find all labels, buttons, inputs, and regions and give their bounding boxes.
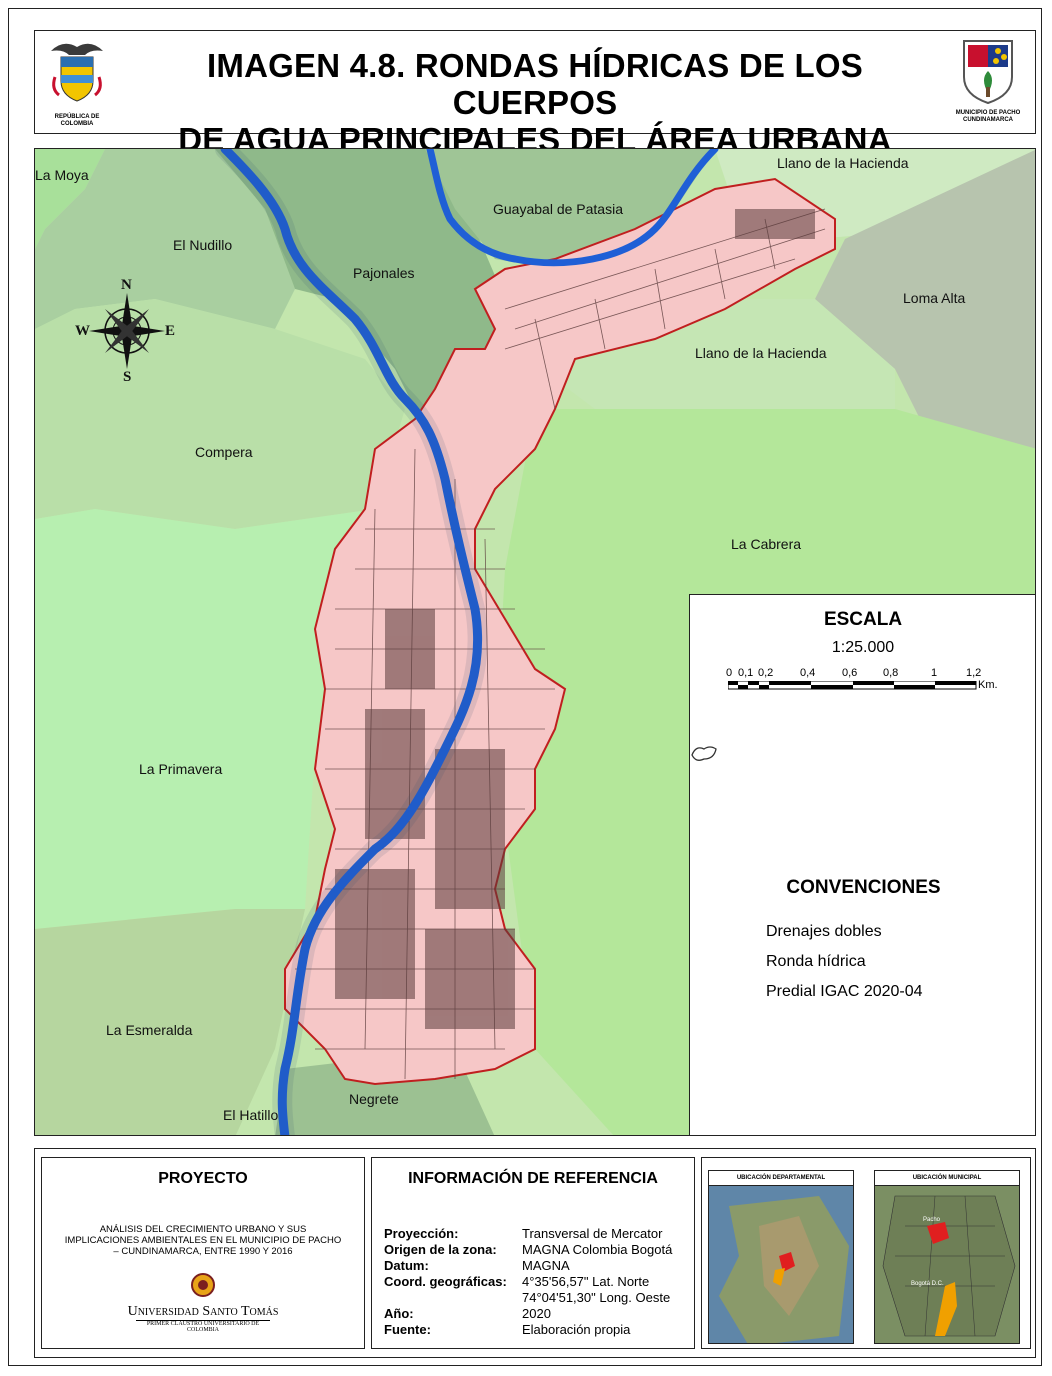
university-sub: PRIMER CLAUSTRO UNIVERSITARIO DE COLOMBI…: [136, 1320, 270, 1333]
scale-unit: Km.: [978, 679, 998, 691]
legend-title: CONVENCIONES: [786, 877, 941, 898]
logo-left-caption-1: REPÚBLICA DE: [54, 114, 100, 120]
coat-of-arms-icon: [51, 43, 103, 102]
zone-la-esmeralda: [35, 909, 305, 1135]
compass-rose-icon: [89, 293, 165, 369]
legend-list: Drenajes dobles Ronda hídrica Predial IG…: [691, 746, 1035, 1007]
urban-area: [284, 177, 836, 1086]
zone-la-primavera: [35, 509, 375, 929]
project-box: PROYECTO ANÁLISIS DEL CRECIMIENTO URBANO…: [41, 1157, 365, 1349]
place-compera: Compera: [195, 444, 253, 460]
reference-title: INFORMACIÓN DE REFERENCIA: [408, 1170, 658, 1187]
legend-item: Drenajes dobles: [692, 747, 1035, 947]
main-map[interactable]: N S E W La Moya El Nudillo Pajonales Gua…: [34, 148, 1036, 1136]
logo-left-caption-2: COLOMBIA: [60, 121, 94, 127]
title-line-1: IMAGEN 4.8. RONDAS HÍDRICAS DE LOS CUERP…: [207, 47, 863, 121]
scale-ratio: 1:25.000: [831, 639, 895, 656]
place-la-esmeralda: La Esmeralda: [106, 1022, 193, 1038]
loc-mun-title: UBICACIÓN MUNICIPAL: [875, 1171, 1019, 1186]
reference-row: Datum:MAGNA: [384, 1258, 570, 1273]
zone-pajonales: [215, 149, 505, 409]
scale-tick-3: 0,4: [800, 667, 816, 679]
university-name: Universidad Santo Tomás: [127, 1304, 279, 1319]
scale-bar: 0 0,1 0,2 0,4 0,6 0,8 1 1,2 Km.: [690, 667, 1035, 707]
legend-item: Ronda hídrica: [691, 746, 1035, 977]
location-box: UBICACIÓN DEPARTAMENTAL UBICACIÓN MUNICI…: [701, 1157, 1031, 1349]
scale-tick-7: 1,2: [966, 667, 982, 679]
reference-row: Proyección:Transversal de Mercator: [384, 1226, 663, 1241]
reference-rows: Proyección:Transversal de Mercator Orige…: [384, 1226, 694, 1338]
map-header: REPÚBLICA DE COLOMBIA IMAGEN 4.8. RONDAS…: [34, 30, 1036, 158]
municipal-location-map: UBICACIÓN MUNICIPAL Pacho Bogotá D.C.: [874, 1170, 1020, 1344]
place-llano-1: Llano de la Hacienda: [777, 155, 909, 171]
place-loma-alta: Loma Alta: [903, 290, 966, 306]
departmental-location-map: UBICACIÓN DEPARTAMENTAL: [708, 1170, 854, 1344]
loc-dep-title: UBICACIÓN DEPARTAMENTAL: [709, 1171, 853, 1186]
mun-label-bogota: Bogotá D.C.: [911, 1281, 944, 1287]
place-la-cabrera: La Cabrera: [731, 536, 802, 552]
place-negrete: Negrete: [349, 1091, 399, 1107]
place-la-moya: La Moya: [35, 167, 89, 183]
legend-panel: CONVENCIONES Drenajes dobles Ronda hídri…: [689, 743, 1035, 1135]
pacho-coat-of-arms: MUNICIPIO DE PACHO CUNDINAMARCA: [947, 37, 1029, 124]
scale-tick-6: 1: [931, 667, 938, 679]
mun-label-pacho: Pacho: [923, 1217, 941, 1223]
place-pajonales: Pajonales: [353, 265, 415, 281]
scale-tick-4: 0,6: [842, 667, 858, 679]
university-seal-icon: [42, 1273, 364, 1302]
scale-tick-5: 0,8: [883, 667, 899, 679]
reference-row: Coord. geográficas:4°35'56,57" Lat. Nort…: [384, 1274, 650, 1289]
legend-label: Predial IGAC 2020-04: [766, 983, 923, 1000]
legend-item: Predial IGAC 2020-04: [691, 746, 1035, 1007]
project-title: PROYECTO: [158, 1170, 248, 1187]
legend-label: Drenajes dobles: [766, 923, 882, 940]
map-footer: PROYECTO ANÁLISIS DEL CRECIMIENTO URBANO…: [34, 1148, 1036, 1358]
scale-panel: ESCALA 1:25.000 0 0,1 0,2 0,4 0,6 0,8 1 …: [689, 594, 1035, 744]
compass-s: S: [123, 369, 132, 385]
scale-title: ESCALA: [823, 609, 903, 630]
mun-map-graphic: [875, 1186, 1019, 1343]
page-frame: [8, 8, 1042, 1366]
shield-icon: [963, 40, 1013, 105]
compass-n: N: [121, 277, 132, 293]
scale-tick-2: 0,2: [758, 667, 774, 679]
logo-right-caption-1: MUNICIPIO DE PACHO: [955, 110, 1021, 116]
zone-loma-alta: [815, 149, 1035, 449]
place-el-hatillo: El Hatillo: [223, 1107, 279, 1123]
compass-w: W: [75, 323, 90, 339]
predial-swatch-icon: [691, 746, 717, 761]
place-la-primavera: La Primavera: [139, 761, 223, 777]
reference-row: Año:2020: [384, 1306, 551, 1321]
place-el-nudillo: El Nudillo: [173, 237, 233, 253]
reference-row: Fuente:Elaboración propia: [384, 1322, 631, 1337]
reference-row: 74°04'51,30" Long. Oeste: [522, 1290, 671, 1305]
river-drenajes-dobles: [215, 149, 719, 1135]
compass-e: E: [165, 323, 176, 339]
zone-el-nudillo: [35, 149, 295, 329]
colombia-coat-of-arms: REPÚBLICA DE COLOMBIA: [45, 37, 109, 128]
logo-right-caption-2: CUNDINAMARCA: [963, 117, 1013, 123]
legend-label: Ronda hídrica: [766, 953, 866, 970]
map-title: IMAGEN 4.8. RONDAS HÍDRICAS DE LOS CUERP…: [135, 47, 935, 158]
reference-box: INFORMACIÓN DE REFERENCIA Proyección:Tra…: [371, 1157, 695, 1349]
scale-bar-graphic: [728, 681, 977, 690]
scale-tick-1: 0,1: [738, 667, 754, 679]
reference-row: Origen de la zona:MAGNA Colombia Bogotá: [384, 1242, 673, 1257]
dep-map-graphic: [709, 1186, 853, 1343]
zone-guayabal: [425, 149, 715, 269]
place-llano-2: Llano de la Hacienda: [695, 345, 827, 361]
project-description: ANÁLISIS DEL CRECIMIENTO URBANO Y SUS IM…: [64, 1224, 342, 1257]
place-guayabal: Guayabal de Patasia: [493, 201, 623, 217]
scale-tick-0: 0: [726, 667, 733, 679]
zone-la-moya: [35, 149, 105, 249]
